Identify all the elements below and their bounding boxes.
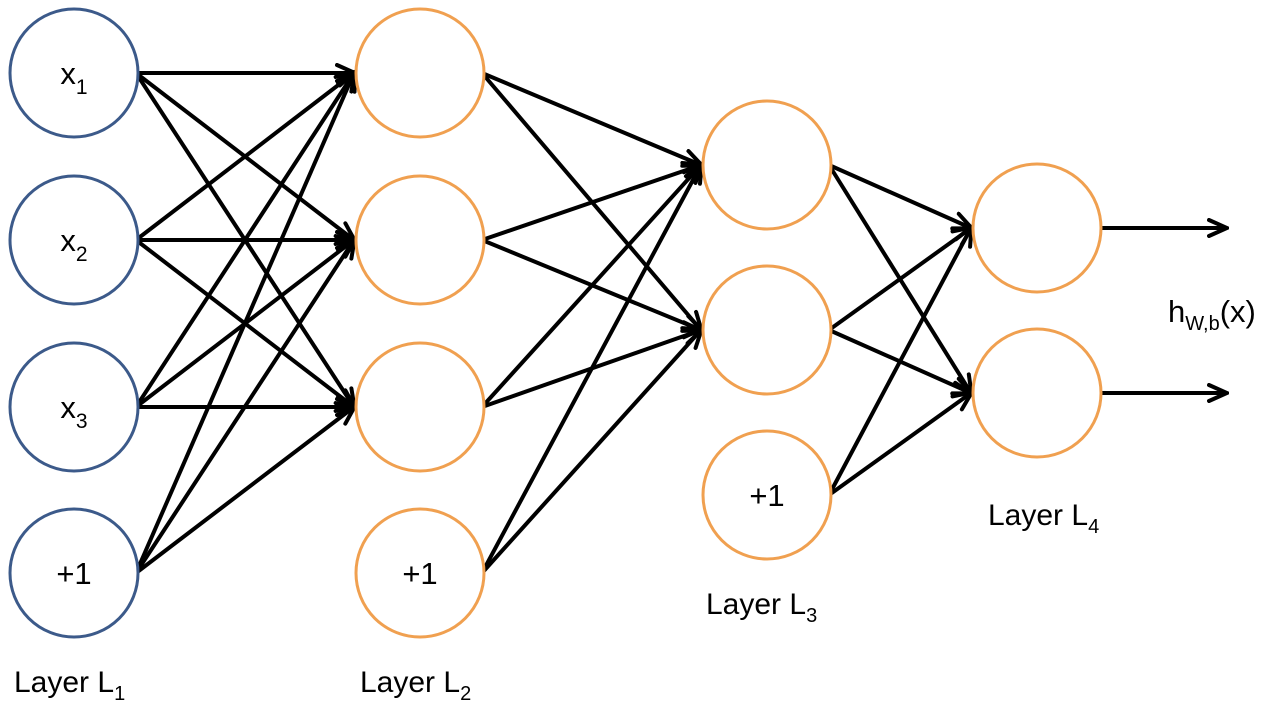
node-layer2-4: +1	[354, 507, 486, 639]
connection-l3n2-l4n1	[827, 228, 971, 332]
node-layer2-1	[354, 7, 486, 139]
layer-label-1: Layer L1	[14, 666, 125, 705]
layer-label-base: Layer L	[706, 588, 806, 621]
neuron-label: x3	[60, 390, 87, 433]
connection-l3n1-l4n1	[828, 163, 971, 228]
connection-l2n4-l3n2	[480, 330, 701, 575]
output-label-base: h	[1168, 294, 1185, 329]
neuron-label: x2	[60, 223, 87, 266]
node-layer1-4: +1	[8, 507, 140, 639]
neuron-label-base: +1	[402, 556, 437, 591]
layer-label-sub: 2	[460, 683, 471, 705]
node-layer1-3: x3	[8, 341, 140, 473]
neuron-circle	[8, 7, 140, 139]
neuron-label-base: x	[60, 223, 76, 258]
layer-label-sub: 4	[1088, 516, 1099, 538]
node-layer3-3: +1	[701, 429, 833, 561]
neuron-label: +1	[402, 556, 437, 591]
neuron-circle	[971, 327, 1103, 459]
neuron-label-base: x	[60, 56, 76, 91]
connections	[134, 71, 1226, 575]
connection-l1n4-l2n1	[134, 73, 354, 574]
layer-label-3: Layer L3	[706, 588, 817, 627]
output-label-suffix: (x)	[1220, 294, 1256, 329]
neuron-circle	[354, 341, 486, 473]
node-layer4-1	[971, 162, 1103, 294]
neuron-circle	[8, 174, 140, 306]
node-layer2-2	[354, 174, 486, 306]
neuron-label-sub: 2	[76, 243, 88, 266]
neuron-label: x1	[60, 56, 87, 99]
node-layer3-2	[701, 264, 833, 396]
neuron-circle	[354, 174, 486, 306]
neuron-label: +1	[749, 478, 784, 513]
layer-label-base: Layer L	[14, 666, 114, 699]
neuron-circle	[701, 429, 833, 561]
neuron-circle	[8, 507, 140, 639]
layer-label-4: Layer L4	[988, 499, 1099, 538]
layer-label-2: Layer L2	[360, 666, 471, 705]
connection-l2n3-l3n1	[480, 165, 701, 409]
layer-label-base: Layer L	[360, 666, 460, 699]
layer-label-sub: 1	[114, 683, 125, 705]
connection-l1n3-l2n1	[134, 73, 354, 409]
connection-l3n3-l4n2	[827, 393, 971, 497]
neuron-label-base: +1	[56, 556, 91, 591]
connection-l2n4-l3n1	[480, 165, 701, 574]
neuron-circle	[354, 507, 486, 639]
connection-l1n4-l2n3	[134, 407, 354, 575]
neuron-label: +1	[56, 556, 91, 591]
output-label-sub: W,b	[1185, 313, 1219, 335]
neuron-circle	[701, 264, 833, 396]
connection-l2n2-l3n1	[481, 165, 701, 242]
connection-l2n1-l3n1	[481, 71, 701, 165]
neuron-label-sub: 3	[76, 410, 88, 433]
layer-label-sub: 3	[806, 605, 817, 627]
node-layer4-2	[971, 327, 1103, 459]
neuron-label-sub: 1	[76, 76, 88, 99]
connection-l1n2-l2n1	[134, 73, 354, 242]
layer-label-base: Layer L	[988, 499, 1088, 532]
neuron-circle	[971, 162, 1103, 294]
neuron-circle	[8, 341, 140, 473]
neuron-label-base: x	[60, 390, 76, 425]
connection-l1n4-l2n2	[134, 240, 354, 575]
node-layer2-3	[354, 341, 486, 473]
neuron-label-base: +1	[749, 478, 784, 513]
node-layer3-1	[701, 99, 833, 231]
output-label: hW,b(x)	[1168, 294, 1256, 335]
connection-l3n3-l4n1	[827, 228, 971, 496]
node-layer1-1: x1	[8, 7, 140, 139]
node-layer1-2: x2	[8, 174, 140, 306]
neuron-circle	[701, 99, 833, 231]
neuron-circle	[354, 7, 486, 139]
